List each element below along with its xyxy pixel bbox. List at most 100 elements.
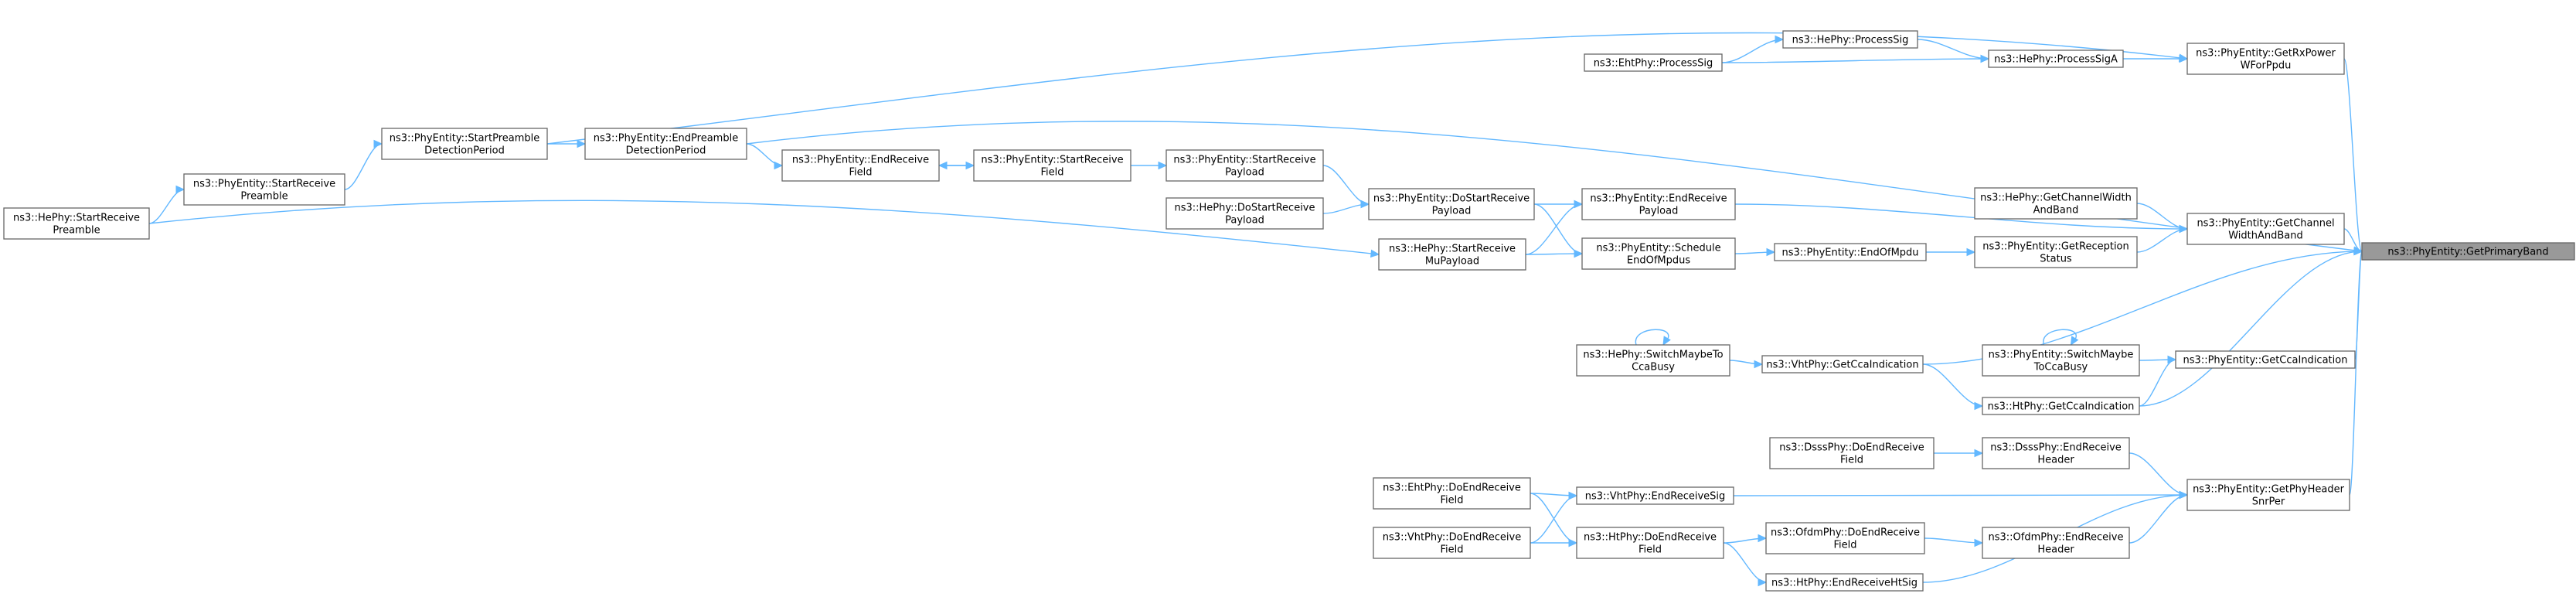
edge-line (1733, 494, 2188, 496)
node-label: Payload (1225, 167, 1264, 179)
node-box (1988, 49, 2124, 68)
edge-vhtEndReceiveSig-to-getPhyHeaderSnrPer (1733, 490, 2189, 500)
edge-ehtDoEndReceiveField-to-htDoEndReceiveField (1530, 493, 1578, 548)
node-label: EndOfMpdus (1627, 255, 1690, 267)
edge-heStartReceiveMuPayload-to-endReceivePayload (1525, 200, 1584, 255)
node-box (1165, 149, 1324, 182)
edge-arrowhead (1974, 538, 1984, 548)
node-box (1982, 397, 2140, 415)
edge-line (2139, 251, 2363, 407)
edge-ehtProcessSig-to-processSigA (1721, 54, 1990, 63)
node-box (1581, 237, 1736, 270)
node-label: Field (1833, 540, 1856, 551)
node-box (2175, 350, 2356, 369)
node-end-of-mpdu[interactable]: ns3::PhyEntity::EndOfMpdu (1774, 243, 1927, 261)
edge-line (1917, 39, 1989, 60)
node-box (2186, 479, 2350, 511)
edge-endPreambleDetectionPeriod-to-endReceiveField (746, 143, 784, 170)
node-box (1576, 527, 1724, 559)
node-label: ns3::HePhy::StartReceive (13, 213, 140, 224)
node-vht-end-receive-sig[interactable]: ns3::VhtPhy::EndReceiveSig (1576, 486, 1734, 505)
node-box (1974, 236, 2138, 268)
node-box (1982, 344, 2140, 377)
node-box (1765, 522, 1925, 554)
edge-arrowhead (1980, 54, 1990, 63)
node-root[interactable]: ns3::PhyEntity::GetPrimaryBand (2361, 242, 2575, 261)
edge-dsssEndReceiveHeader-to-getPhyHeaderSnrPer (2129, 452, 2189, 500)
edge-endReceiveField-to-startReceiveField (939, 161, 975, 170)
node-label: MuPayload (1425, 256, 1479, 268)
edge-htDoEndReceiveField-to-htEndReceiveHtSig (1723, 542, 1768, 587)
edge-line (1721, 39, 1784, 63)
edge-arrowhead (1574, 249, 1584, 258)
node-label: DetectionPeriod (424, 145, 505, 157)
node-process-sig-a[interactable]: ns3::HePhy::ProcessSigA (1988, 49, 2124, 68)
node-ht-get-cca-indication[interactable]: ns3::HtPhy::GetCcaIndication (1982, 397, 2140, 415)
edge-dsssDoEndReceiveField-to-dsssEndReceiveHeader (1933, 449, 1984, 458)
node-end-preamble-detection-period[interactable]: ns3::PhyEntity::EndPreambleDetectionPeri… (584, 128, 747, 160)
edge-arrowhead (774, 161, 784, 170)
node-label: ns3::OfdmPhy::EndReceive (1989, 532, 2124, 544)
edge-line (1922, 363, 1983, 407)
node-get-cca-indication[interactable]: ns3::PhyEntity::GetCcaIndication (2175, 350, 2356, 369)
node-box (584, 128, 747, 160)
node-process-sig[interactable]: ns3::HePhy::ProcessSig (1782, 30, 1918, 49)
edge-heSwitchMaybeToCcaBusy-to-vhtGetCcaIndication (1729, 360, 1764, 369)
node-eht-process-sig[interactable]: ns3::EhtPhy::ProcessSig (1584, 53, 1723, 72)
edge-startPreambleDetectionPeriod-to-endPreambleDetectionPeriod (547, 139, 587, 148)
edge-scheduleEndOfMpdus-to-endOfMpdu (1734, 247, 1776, 257)
edge-arrowhead (1766, 247, 1776, 257)
node-label: SnrPer (2252, 496, 2285, 508)
edge-line (1635, 329, 1669, 346)
edge-arrowhead (1370, 249, 1380, 258)
node-label: ns3::PhyEntity::GetReception (1982, 241, 2129, 253)
edge-arrowhead (965, 161, 975, 170)
edge-line (2343, 58, 2363, 252)
node-box (2361, 242, 2575, 261)
node-label: ns3::PhyEntity::SwitchMaybe (1989, 350, 2134, 361)
node-start-preamble-detection-period[interactable]: ns3::PhyEntity::StartPreambleDetectionPe… (381, 128, 548, 160)
node-box (1761, 355, 1924, 374)
node-label: ns3::HtPhy::DoEndReceive (1584, 532, 1717, 544)
edge-arrowhead (1775, 35, 1785, 44)
edge-line (2043, 329, 2077, 346)
node-label: ns3::PhyEntity::Schedule (1596, 243, 1720, 254)
edge-endOfMpdu-to-getReceptionStatus (1926, 247, 1976, 257)
node-label: ns3::VhtPhy::EndReceiveSig (1585, 491, 1726, 503)
node-ht-end-receive-ht-sig[interactable]: ns3::HtPhy::EndReceiveHtSig (1765, 573, 1924, 592)
node-box (1765, 573, 1924, 592)
node-box (1974, 187, 2138, 220)
edge-arrowhead (1360, 200, 1370, 209)
edge-ehtProcessSig-to-processSig (1721, 35, 1785, 63)
edge-line (1723, 542, 1767, 583)
node-label: WidthAndBand (2228, 230, 2303, 242)
edge-arrowhead (1966, 247, 1976, 257)
node-vht-get-cca-indication[interactable]: ns3::VhtPhy::GetCcaIndication (1761, 355, 1924, 374)
node-label: CcaBusy (1632, 362, 1675, 374)
